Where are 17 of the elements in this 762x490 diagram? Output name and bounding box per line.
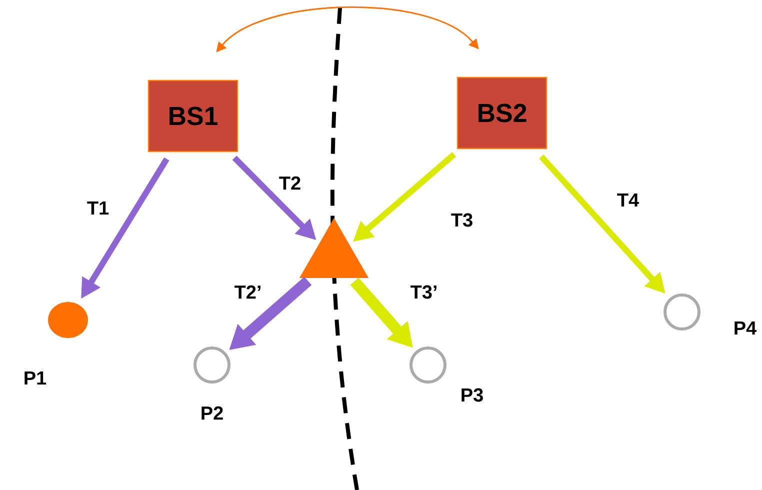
point-label: P1 bbox=[24, 371, 46, 385]
station-box: BS1 bbox=[148, 80, 238, 152]
edge-label: T2 bbox=[279, 176, 300, 190]
point-label: P4 bbox=[734, 321, 757, 335]
edge-label: T2’ bbox=[234, 285, 260, 299]
point-label: P2 bbox=[202, 406, 223, 420]
station-box: BS2 bbox=[456, 76, 548, 150]
hollow-circle bbox=[664, 294, 700, 330]
edge-label: T1 bbox=[87, 201, 109, 215]
edge-label: T4 bbox=[617, 193, 639, 207]
point-label: P3 bbox=[462, 388, 483, 402]
filled-circle bbox=[48, 302, 88, 338]
edge-label: T3’ bbox=[410, 285, 436, 299]
edge-label: T3 bbox=[451, 213, 472, 227]
triangle-marker bbox=[299, 218, 369, 278]
hollow-circle bbox=[194, 346, 230, 384]
hollow-circle bbox=[410, 346, 446, 384]
